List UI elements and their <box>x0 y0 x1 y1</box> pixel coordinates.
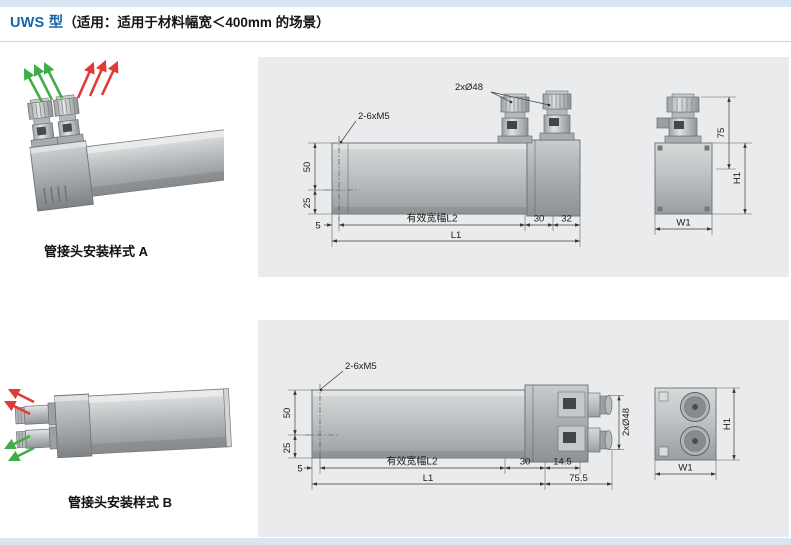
pipe-fitting <box>53 94 84 145</box>
dim-label-l1: L1 <box>451 230 462 241</box>
dim-label-effective-width: 有效宽幅L2 <box>406 212 458 225</box>
dim-label-h1: H1 <box>722 418 733 430</box>
dim-label-l1: L1 <box>423 473 434 484</box>
dim-label-h1: H1 <box>732 172 743 184</box>
dim-label-m5: 2-6xM5 <box>358 111 390 122</box>
page-title-model: UWS 型 <box>10 15 64 31</box>
end-view-a: 75 H1 W1 <box>654 93 752 235</box>
pipe-fitting <box>497 93 533 144</box>
airflow-arrows-red-icon <box>76 59 119 99</box>
dim-label-14-5: 14.5 <box>553 457 572 468</box>
dim-label-effective-width: 有效宽幅L2 <box>386 455 438 468</box>
page-header: UWS 型（适用：适用于材料幅宽＜400mm 的场景） <box>0 9 791 42</box>
pipe-fitting <box>587 427 613 453</box>
dim-label-m5: 2-6xM5 <box>345 361 377 372</box>
dimension-drawing-style-a: 2xØ48 2-6xM5 50 25 5 有效宽幅L2 30 32 L1 <box>302 82 752 247</box>
device-body-3d <box>14 388 232 459</box>
pipe-fitting <box>539 90 575 141</box>
leader-lines <box>339 91 551 144</box>
dim-label-2x48: 2xØ48 <box>621 408 632 436</box>
dim-label-w1: W1 <box>676 218 690 229</box>
bottom-border-strip <box>0 538 791 545</box>
dim-label-75: 75 <box>716 128 727 139</box>
drawing-panel-style-a: 2xØ48 2-6xM5 50 25 5 有效宽幅L2 30 32 L1 <box>258 57 789 277</box>
fitting-port <box>680 392 710 422</box>
dim-label-75-5: 75.5 <box>569 473 588 484</box>
dim-label-30: 30 <box>534 214 545 225</box>
airflow-arrows-green-icon <box>4 434 35 462</box>
pipe-fitting <box>16 426 58 450</box>
side-view-a: 2xØ48 2-6xM5 50 25 5 有效宽幅L2 30 32 L1 <box>302 82 581 247</box>
pipe-fitting <box>656 93 702 144</box>
dim-label-2x48: 2xØ48 <box>455 82 483 93</box>
dim-label-5: 5 <box>297 464 302 475</box>
dimension-lines <box>308 142 581 247</box>
page-title-subtitle: （适用：适用于材料幅宽＜400mm 的场景） <box>63 15 330 30</box>
fitting-port <box>680 426 710 456</box>
product-photo-style-b <box>4 388 232 462</box>
caption-style-b: 管接头安装样式 B <box>67 495 172 510</box>
dim-label-w1: W1 <box>678 463 692 474</box>
dimension-lines <box>654 96 752 235</box>
caption-style-a: 管接头安装样式 A <box>43 244 148 259</box>
dim-label-32: 32 <box>561 214 572 225</box>
drawing-panel-style-b: 2-6xM5 50 25 5 有效宽幅L2 30 14.5 L1 75.5 2x… <box>258 320 789 537</box>
dim-label-25: 25 <box>282 443 293 454</box>
dim-label-30: 30 <box>520 457 531 468</box>
pipe-fitting <box>587 392 613 418</box>
end-view-b: H1 W1 <box>654 387 740 480</box>
side-view-b: 2-6xM5 50 25 5 有效宽幅L2 30 14.5 L1 75.5 2x… <box>282 361 632 490</box>
device-body-3d <box>27 94 224 212</box>
dim-label-25: 25 <box>302 198 313 209</box>
dimension-drawing-style-b: 2-6xM5 50 25 5 有效宽幅L2 30 14.5 L1 75.5 2x… <box>282 361 740 490</box>
dim-label-50: 50 <box>302 162 313 173</box>
airflow-arrows-red-icon <box>4 388 35 416</box>
airflow-arrows-green-icon <box>23 61 64 103</box>
dimension-lines <box>288 389 624 490</box>
pipe-fitting <box>14 402 57 426</box>
product-photo-style-a <box>23 59 224 212</box>
pipe-fitting <box>27 97 59 148</box>
leader-lines <box>319 370 344 392</box>
dim-label-5: 5 <box>315 221 320 232</box>
top-border-strip <box>0 0 791 7</box>
dim-label-50: 50 <box>282 408 293 419</box>
dimension-lines <box>654 387 740 480</box>
